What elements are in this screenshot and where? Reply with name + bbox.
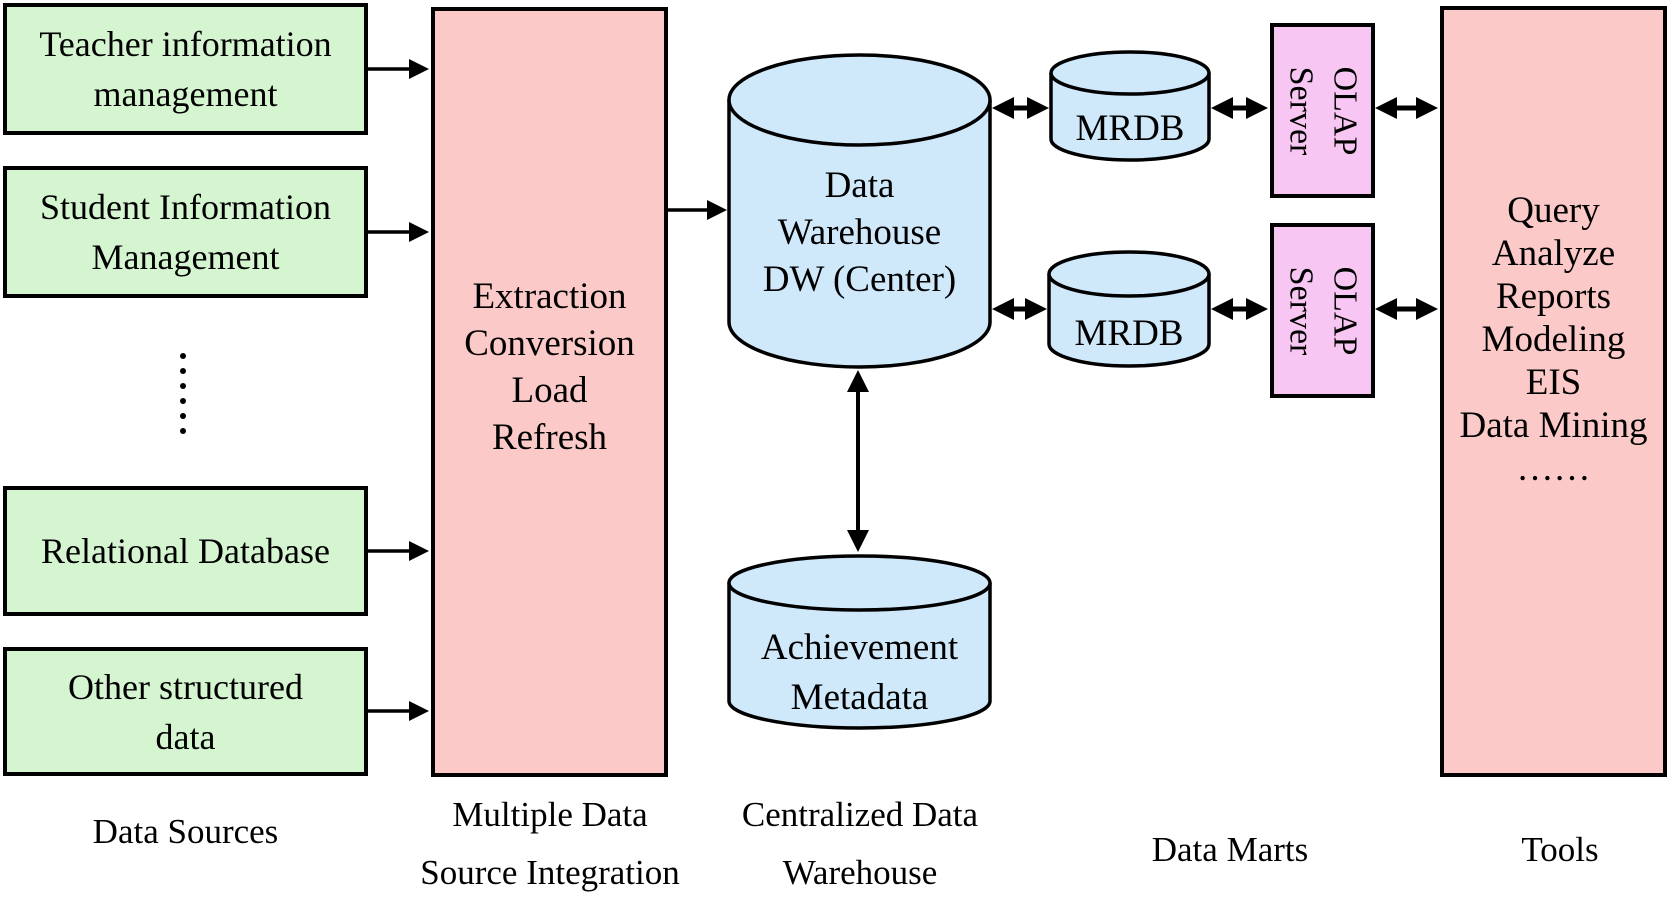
arrow-student-to-etl [368, 222, 429, 242]
caption-integration-line2: Source Integration [420, 853, 680, 892]
arrow-relational-to-etl [368, 541, 429, 561]
mrdb-top-cylinder-shape [1049, 50, 1211, 162]
source-box-teacher-line2: management [93, 74, 278, 114]
etl-line-refresh: Refresh [491, 417, 608, 458]
tools-line-eis: EIS [1525, 362, 1582, 403]
source-box-other-line1: Other structured [68, 666, 303, 707]
source-box-other: Other structured data [3, 647, 368, 776]
caption-integration: Multiple Data Source Integration [395, 786, 705, 899]
dw-cylinder-label: Data Warehouse DW (Center) [727, 162, 992, 303]
arrow-etl-to-dw [668, 200, 727, 220]
source-box-student: Student Information Management [3, 166, 368, 298]
tools-line-query: Query [1507, 190, 1600, 231]
olap-top-line1: OLAP [1326, 66, 1364, 155]
etl-line-conversion: Conversion [464, 323, 635, 364]
tools-line-analyze: Analyze [1491, 233, 1616, 274]
olap-bottom-line1: OLAP [1326, 266, 1364, 355]
dw-cylinder-shape [727, 53, 992, 369]
olap-server-bottom-box [1270, 223, 1375, 398]
olap-top-line2: Server [1282, 66, 1320, 155]
tools-box-label: Query Analyze Reports Modeling EIS Data … [1440, 189, 1667, 490]
tools-line-reports: Reports [1495, 276, 1612, 317]
dw-line3: DW (Center) [762, 259, 957, 300]
caption-data-marts: Data Marts [1151, 830, 1309, 869]
tools-box [1440, 6, 1667, 777]
metadata-cylinder-label: Achievement Metadata [727, 623, 992, 723]
tools-line-ellipsis: …… [1516, 448, 1591, 489]
olap-server-top-box [1270, 23, 1375, 198]
arrow-olap-tools-bottom [1375, 298, 1438, 320]
metadata-cylinder-shape [727, 554, 992, 730]
arrow-olap-tools-top [1375, 97, 1438, 119]
mrdb-bottom-cylinder-shape [1047, 250, 1211, 368]
dw-line1: Data [824, 165, 895, 206]
dw-line2: Warehouse [777, 212, 942, 253]
arrow-dw-metadata [847, 370, 869, 552]
caption-data-sources: Data Sources [92, 812, 279, 851]
mrdb-top-label: MRDB [1049, 105, 1211, 152]
mrdb-bottom-label: MRDB [1047, 310, 1211, 357]
caption-warehouse: Centralized Data Warehouse [715, 786, 1005, 899]
arrow-dw-mrdb-bottom [992, 298, 1047, 320]
arrow-dw-mrdb-top [992, 97, 1049, 119]
mrdb-bottom-text: MRDB [1074, 313, 1184, 354]
source-box-other-line2: data [155, 716, 216, 757]
caption-warehouse-line1: Centralized Data [741, 795, 979, 834]
etl-box [431, 7, 668, 777]
vertical-ellipsis-icon [180, 353, 186, 434]
arrow-mrdb-olap-top [1211, 97, 1268, 119]
source-box-teacher-line1: Teacher information [39, 24, 332, 64]
source-box-relational: Relational Database [3, 486, 368, 616]
metadata-line2: Metadata [790, 677, 929, 718]
source-box-student-line1: Student Information [40, 187, 331, 227]
arrow-mrdb-olap-bottom [1211, 298, 1268, 320]
source-box-relational-line1: Relational Database [41, 531, 330, 571]
source-box-teacher: Teacher information management [3, 3, 368, 135]
metadata-line1: Achievement [760, 627, 959, 668]
caption-warehouse-line2: Warehouse [782, 853, 938, 892]
arrow-other-to-etl [368, 701, 429, 721]
arrow-teacher-to-etl [368, 59, 429, 79]
olap-server-top-label: OLAP Server [1270, 23, 1375, 198]
caption-tools: Tools [1521, 830, 1599, 869]
olap-bottom-line2: Server [1282, 266, 1320, 355]
caption-integration-line1: Multiple Data [452, 795, 648, 834]
olap-server-bottom-label: OLAP Server [1270, 223, 1375, 398]
tools-line-data-mining: Data Mining [1459, 405, 1648, 446]
etl-line-extraction: Extraction [472, 276, 627, 317]
mrdb-top-text: MRDB [1075, 108, 1185, 149]
etl-box-label: Extraction Conversion Load Refresh [431, 273, 668, 461]
source-box-student-line2: Management [91, 237, 280, 277]
tools-line-modeling: Modeling [1481, 319, 1626, 360]
etl-line-load: Load [511, 370, 588, 411]
